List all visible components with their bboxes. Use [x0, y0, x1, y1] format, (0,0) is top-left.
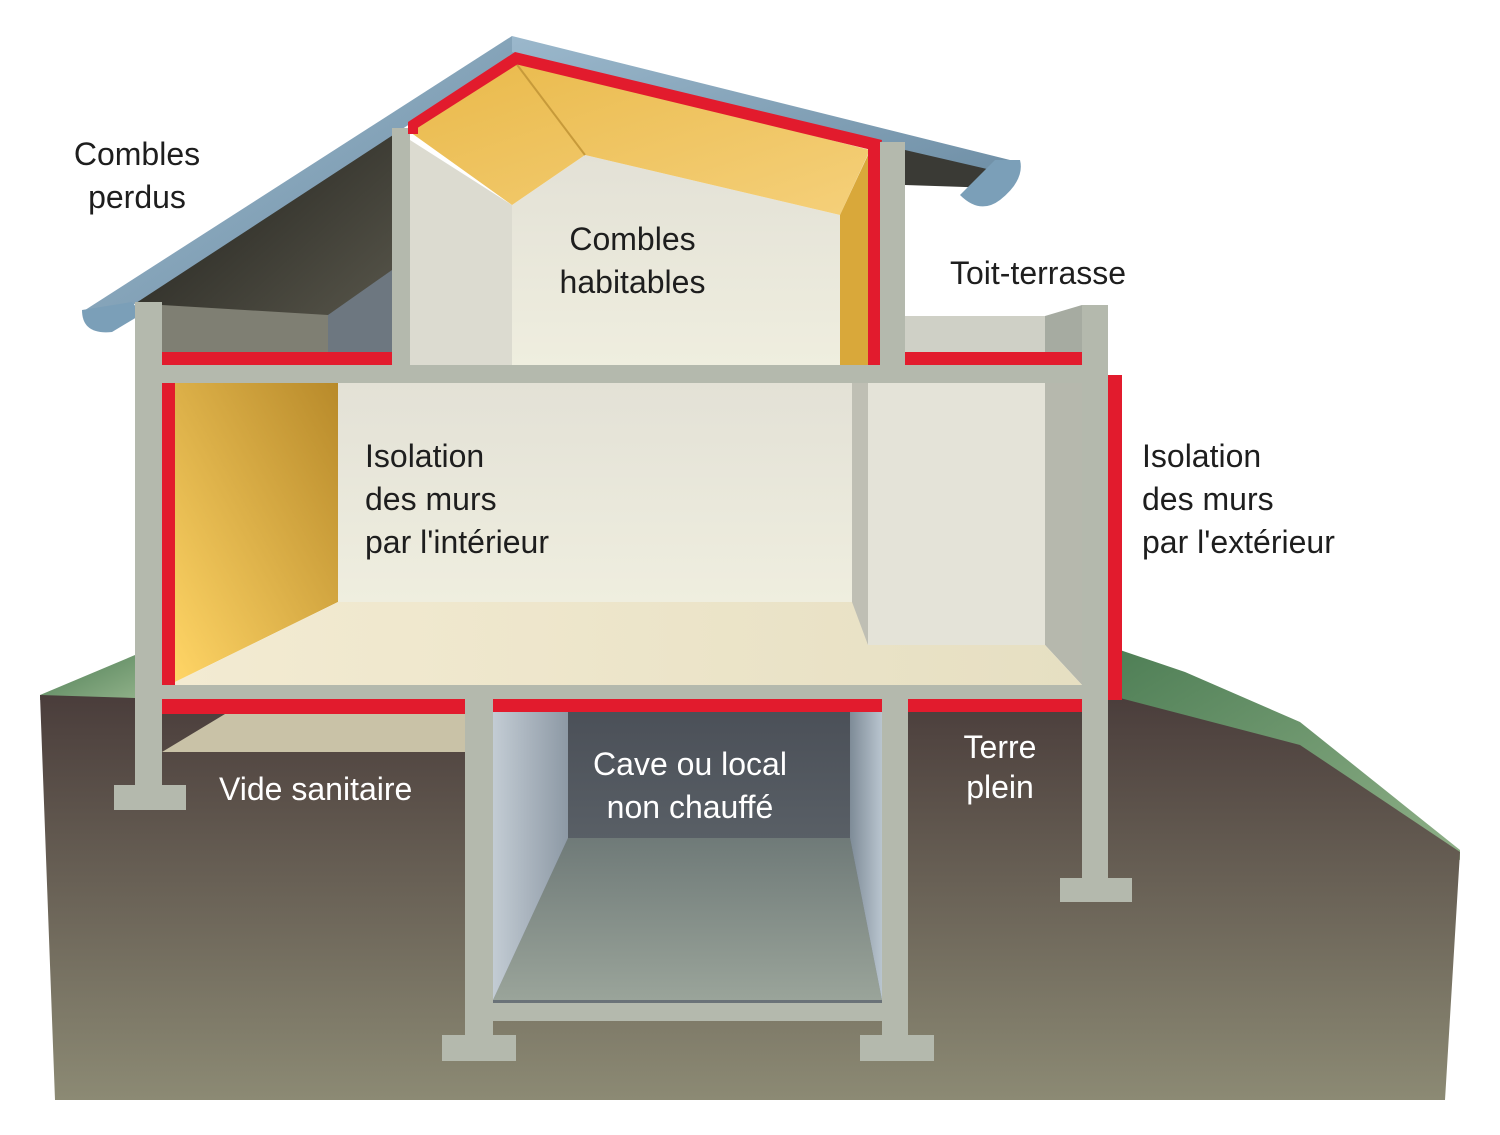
attic-back-wall [162, 305, 328, 355]
vide-sanitaire-space [162, 714, 465, 752]
main-room-back-wall [338, 383, 855, 602]
cave-left-side [493, 712, 568, 1000]
upper-roof-insulation [410, 60, 870, 215]
right-room-wall [868, 383, 1045, 645]
main-room-shadow [852, 383, 868, 645]
insulation-layers [162, 122, 1122, 714]
label-line: non chauffé [606, 789, 774, 825]
cave-left-footing [442, 1035, 516, 1061]
label-line: perdus [88, 179, 186, 215]
label-line: Terre [963, 729, 1037, 765]
gutter-left [82, 302, 142, 333]
attic-side-wall [328, 270, 392, 355]
left-outer-wall [135, 302, 162, 792]
label-line: Vide sanitaire [219, 771, 413, 807]
insulation-cave-ceiling [493, 699, 882, 712]
left-footing [114, 785, 186, 810]
upper-right-insulation [840, 155, 868, 365]
left-room-yellow-wall [175, 383, 338, 682]
label-isolation-interieur: Isolation des murs par l'intérieur [365, 435, 549, 564]
cave-right-footing [860, 1035, 934, 1061]
roof-fold-line [514, 61, 586, 156]
label-line: par l'intérieur [365, 524, 549, 560]
combles-perdus-space [135, 128, 392, 355]
room-floor [175, 602, 1082, 685]
insulation-terre-plein [908, 699, 1082, 712]
gutter-right [960, 160, 1021, 207]
upper-room-wall [512, 155, 840, 365]
right-footing [1060, 878, 1132, 902]
cave-floor [493, 838, 882, 1000]
label-line: Combles [569, 221, 696, 257]
label-line: par l'extérieur [1142, 524, 1335, 560]
label-combles-perdus: Combles perdus [62, 133, 212, 219]
label-cave: Cave ou local non chauffé [580, 743, 800, 829]
cave-left-wall [465, 699, 493, 1039]
insulation-upper-right-wall [868, 142, 880, 365]
insulation-left-interior-wall [162, 383, 175, 685]
terrace-parapet-inner [905, 316, 1045, 355]
label-line: habitables [559, 264, 706, 300]
insulation-exterior-wall [1108, 375, 1122, 700]
first-floor-slab [135, 365, 1095, 383]
structure [114, 128, 1132, 1061]
roof-red-insulation-left [408, 52, 518, 134]
label-terre-plein: Terre plein [945, 727, 1055, 807]
label-line: plein [966, 769, 1034, 805]
cave-right-wall [882, 699, 908, 1039]
roof-left-slope [82, 36, 520, 320]
right-room-side [1045, 383, 1082, 685]
label-line: Cave ou local [593, 746, 787, 782]
combles-habitables-space [410, 60, 870, 365]
label-line: Toit-terrasse [950, 255, 1127, 291]
roof-right-underside [905, 150, 1000, 188]
toit-terrasse-space [905, 305, 1082, 355]
insulation-terrasse-floor [905, 352, 1082, 365]
cave-right-side [850, 712, 882, 1000]
label-line: des murs [365, 481, 497, 517]
attic-dark-interior [135, 128, 392, 355]
insulation-vide-sanitaire [162, 699, 465, 714]
grass-left [40, 655, 135, 700]
cave-space [493, 712, 882, 1005]
terrace-corner [1045, 305, 1082, 355]
label-line: Isolation [1142, 438, 1262, 474]
label-combles-habitables: Combles habitables [530, 218, 735, 304]
label-toit-terrasse: Toit-terrasse [950, 252, 1126, 295]
label-line: Isolation [365, 438, 485, 474]
label-line: des murs [1142, 481, 1274, 517]
label-isolation-exterieur: Isolation des murs par l'extérieur [1142, 435, 1335, 564]
upper-right-wall [880, 142, 905, 368]
insulation-upper-left-wall [408, 122, 418, 134]
upper-left-wall [392, 128, 410, 368]
roof-red-insulation-right [515, 52, 882, 152]
insulation-combles-perdus-floor [162, 352, 392, 365]
label-vide-sanitaire: Vide sanitaire [219, 768, 412, 811]
upper-room-back [410, 140, 512, 365]
cave-floor-slab [465, 1003, 908, 1021]
ground-floor-slab [135, 685, 1108, 699]
right-outer-wall [1082, 305, 1108, 885]
label-line: Combles [73, 136, 201, 172]
crawlspace-ledge [162, 714, 465, 752]
ground-floor-rooms [175, 383, 1082, 685]
